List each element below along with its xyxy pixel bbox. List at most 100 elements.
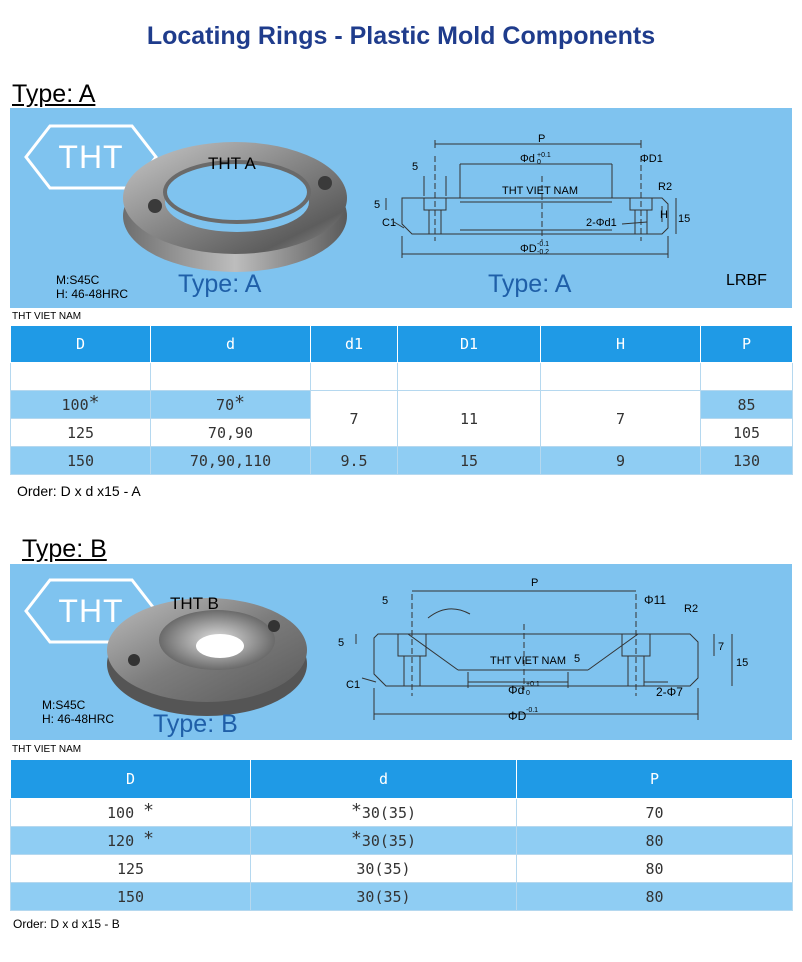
- col-header-D1: D1: [397, 325, 541, 363]
- table-row: 150 70,90,110 9.5 15 9 130: [10, 446, 793, 475]
- drawing-b-labels: P 5 Φ11 R2 5 7 15 5 C1 Φd +0.1 0 2-Φ7 ΦD…: [338, 577, 748, 723]
- dim-c1: C1: [346, 679, 360, 691]
- table-row: 150 30(35) 80: [10, 882, 793, 911]
- cell-D: 125: [10, 418, 151, 447]
- material-a: M:S45C: [56, 273, 100, 287]
- type-a-banner: THT THT A M:S45C H: 46-48HRC Type: A: [10, 108, 792, 308]
- dim-d-sup: +0.1: [526, 681, 540, 688]
- dim-d-sub: 0: [526, 690, 530, 697]
- drawing-a: [385, 140, 677, 258]
- cell-d: 30(35): [250, 882, 517, 911]
- dim-fifteen: 15: [678, 213, 690, 225]
- table-row: 100* 70* 7 11 7 85: [10, 390, 793, 447]
- cell-d1: 9.5: [310, 446, 398, 475]
- code-label: LRBF: [726, 272, 767, 289]
- col-header-d1: d1: [310, 325, 398, 363]
- ring-b-photo: [107, 598, 307, 716]
- dim-h: H: [660, 209, 668, 221]
- dim-big-d: ΦD: [508, 709, 527, 723]
- cell-H: 9: [540, 446, 701, 475]
- dim-d11: Φ11: [644, 593, 666, 607]
- dim-r2: R2: [684, 603, 698, 615]
- tht-logo-a: THT: [22, 122, 160, 192]
- dim-d: Φd: [520, 153, 535, 165]
- cell-D1: 15: [397, 446, 541, 475]
- cell-D: 120 *: [10, 826, 251, 855]
- page-title: Locating Rings - Plastic Mold Components: [146, 22, 656, 50]
- col-header-P: P: [516, 759, 793, 799]
- dim-five-left: 5: [338, 637, 344, 649]
- cell-d: *30(35): [250, 798, 517, 827]
- hardness-b: H: 46-48HRC: [42, 712, 115, 726]
- spec-table-b: D d P 100 * *30(35) 70 120 * *30(35) 80 …: [10, 759, 793, 911]
- cell-P: 105: [700, 418, 793, 447]
- type-b-banner: THT THT B M:S45C H: 46-48HRC Type: B: [10, 564, 792, 740]
- col-header-D: D: [10, 759, 251, 799]
- dim-d-sup: +0.1: [537, 152, 551, 159]
- cell-D: 100 *: [10, 798, 251, 827]
- dim-seven: 7: [718, 641, 724, 653]
- type-a-heading: Type: A: [12, 80, 96, 108]
- cell-d: 30(35): [250, 854, 517, 883]
- cell-d: 70*: [150, 390, 311, 419]
- col-header-d: d: [250, 759, 517, 799]
- col-header-P: P: [700, 325, 793, 363]
- logo-frame-icon: [24, 124, 158, 190]
- drawing-caption-a: Type: A: [488, 270, 572, 298]
- dim-d: Φd: [508, 683, 524, 697]
- cell-D1-merged: 11: [397, 390, 541, 447]
- dim-big-d-sup: -0.1: [537, 241, 549, 248]
- dim-five-top: 5: [382, 595, 388, 607]
- type-b-heading: Type: B: [22, 535, 107, 563]
- ring-b-label: THT B: [170, 594, 219, 613]
- cell-d: 70,90,110: [150, 446, 311, 475]
- table-row: 100 * *30(35) 70: [10, 798, 793, 827]
- hardness-a: H: 46-48HRC: [56, 287, 129, 301]
- dim-big-d: ΦD: [520, 243, 537, 255]
- dim-fifteen: 15: [736, 657, 748, 669]
- drawing-watermark-b: THT VIET NAM: [490, 655, 566, 667]
- cell-P: 85: [700, 390, 793, 419]
- photo-caption-b: Type: B: [153, 710, 238, 738]
- cell-P: 130: [700, 446, 793, 475]
- cell-P: 80: [516, 882, 793, 911]
- cell-D: 100*: [10, 390, 151, 419]
- dim-big-d-sub: -0.2: [537, 249, 549, 256]
- cell-P: 80: [516, 854, 793, 883]
- cell-d: *30(35): [250, 826, 517, 855]
- dim-five-mid: 5: [574, 653, 580, 665]
- dim-five-top: 5: [412, 161, 418, 173]
- source-note-b: THT VIET NAM: [12, 744, 82, 755]
- drawing-watermark-a: THT VIET NAM: [502, 185, 578, 197]
- drawing-a-labels: P Φd +0.1 0 ΦD1 5 5 R2 H 15 C1 2-Φd1 ΦD …: [374, 133, 690, 256]
- cell-d: 70,90: [150, 418, 311, 447]
- table-row: [10, 362, 793, 391]
- col-header-d: d: [150, 325, 311, 363]
- dim-r2: R2: [658, 181, 672, 193]
- logo-text: THT: [58, 138, 124, 175]
- col-header-H: H: [540, 325, 701, 363]
- spec-table-a: D d d1 D1 H P 100* 70* 7 11 7 85 125 70,…: [10, 325, 793, 475]
- table-row: 125 70,90 105: [10, 418, 793, 447]
- col-header-D: D: [10, 325, 151, 363]
- dim-five-side: 5: [374, 199, 380, 211]
- logo-text: THT: [58, 592, 124, 629]
- dim-two-d1: 2-Φd1: [586, 217, 617, 229]
- cell-D: 125: [10, 854, 251, 883]
- dim-p: P: [538, 133, 545, 145]
- table-row: 125 30(35) 80: [10, 854, 793, 883]
- cell-P: 70: [516, 798, 793, 827]
- dim-d1-hole: ΦD1: [640, 153, 663, 165]
- ring-a-photo: [123, 142, 347, 272]
- dim-d-sub: 0: [537, 159, 541, 166]
- dim-two-d7: 2-Φ7: [656, 685, 683, 699]
- order-note-b: Order: D x d x15 - B: [13, 917, 120, 931]
- order-note-a: Order: D x d x15 - A: [17, 483, 141, 499]
- cell-P: 80: [516, 826, 793, 855]
- source-note-a: THT VIET NAM: [12, 311, 82, 322]
- dim-c1: C1: [382, 217, 396, 229]
- drawing-b: [355, 590, 733, 720]
- ring-a-label: THT A: [208, 154, 256, 173]
- cell-D: 150: [10, 446, 151, 475]
- material-b: M:S45C: [42, 698, 86, 712]
